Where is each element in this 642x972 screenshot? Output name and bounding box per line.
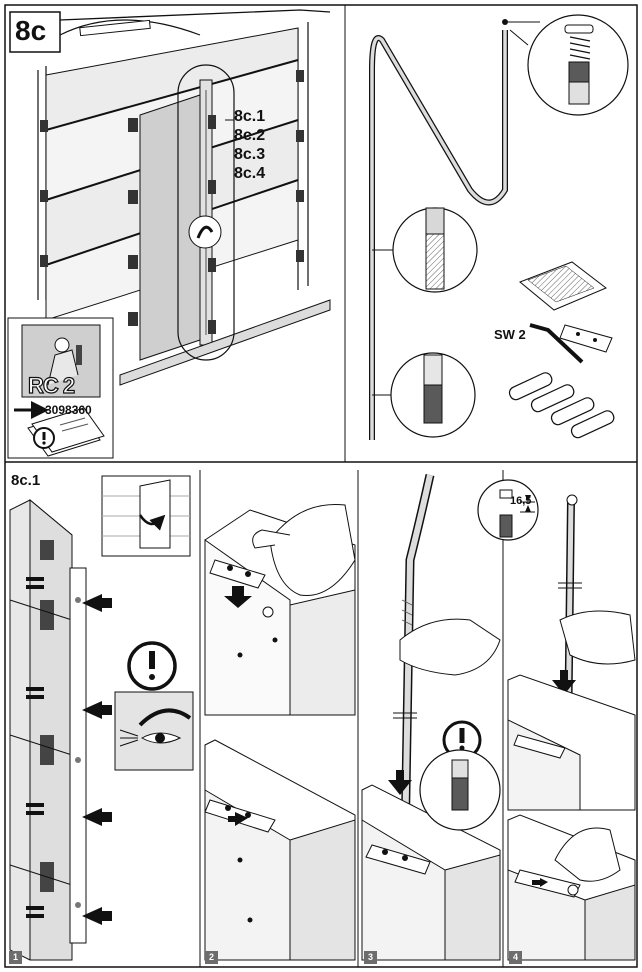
warning-icon: [33, 427, 55, 449]
tool-label: SW 2: [494, 327, 526, 342]
step-badge-1: 1: [9, 951, 22, 964]
arrow-left-icon: [82, 594, 112, 925]
eye-icon: [114, 691, 194, 771]
equals-icon: [26, 577, 44, 918]
rc-badge: RC 2: [27, 372, 75, 398]
section-badge: [9, 11, 61, 53]
sub-ref-1: 8c.1: [234, 108, 266, 125]
detail-circle-dimension: [477, 479, 539, 541]
door-perspective-illustration: [37, 9, 331, 386]
dimension-label: 16,5: [510, 495, 532, 507]
step-2-illustration: [204, 503, 356, 961]
hand-icon: [559, 610, 636, 665]
hand-icon: [554, 827, 621, 882]
step-badge-4: 4: [509, 951, 522, 964]
spare-parts: [508, 261, 615, 439]
section-label: 8c: [15, 15, 47, 46]
wire-rod-illustration: [369, 14, 629, 440]
step-3-illustration: [361, 474, 501, 961]
sub-ref-3: 8c.3: [234, 146, 266, 163]
hand-icon: [399, 618, 501, 676]
step-badge-2: 2: [205, 951, 218, 964]
step-1-illustration: [9, 475, 194, 961]
steps-title: 8c.1: [11, 472, 41, 489]
allen-key-icon: [529, 323, 584, 364]
highlight-oval: [177, 64, 235, 361]
step-badge-3: 3: [364, 951, 377, 964]
hand-icon: [269, 503, 356, 597]
sub-ref-2: 8c.2: [234, 127, 266, 144]
rc-inset: [7, 317, 114, 459]
step-4-illustration: [477, 479, 636, 961]
article-number: 3098360: [45, 403, 92, 417]
sub-ref-4: 8c.4: [234, 165, 266, 182]
page-frame: [4, 4, 638, 968]
